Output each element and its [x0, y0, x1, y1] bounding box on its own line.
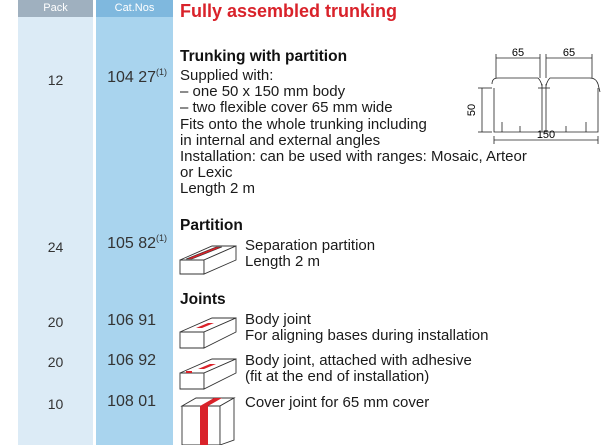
pack-column: [18, 17, 93, 445]
adhesive-joint-icon: [179, 358, 237, 390]
cover-joint-icon: [180, 397, 236, 445]
partition-icon: [179, 245, 237, 275]
pack-cell: 12: [47, 72, 64, 88]
cat-cell: 106 91: [107, 312, 156, 329]
trunking-description: Supplied with: – one 50 x 150 mm body – …: [180, 67, 527, 198]
joint3-description: Cover joint for 65 mm cover: [245, 394, 430, 411]
pack-cell: 20: [47, 314, 64, 330]
section-partition: Partition: [180, 217, 243, 234]
dim-height-label: 50: [466, 104, 478, 116]
cat-cell: 108 01: [107, 393, 156, 410]
pack-cell: 10: [47, 396, 64, 412]
partition-description: Separation partition Length 2 m: [245, 237, 376, 271]
dim-width-label: 150: [537, 129, 555, 141]
pack-cell: 24: [47, 239, 64, 255]
cat-cell: 104 27(1): [107, 67, 167, 86]
page-title: Fully assembled trunking: [180, 1, 398, 21]
cat-column: [96, 17, 173, 445]
dim-left-label: 65: [512, 48, 524, 59]
dim-right-label: 65: [563, 48, 575, 59]
cat-cell: 105 82(1): [107, 233, 167, 252]
cat-header: Cat.Nos: [96, 0, 173, 17]
joint2-description: Body joint, attached with adhesive (fit …: [245, 352, 472, 386]
section-trunking: Trunking with partition: [180, 48, 348, 65]
section-joints: Joints: [180, 291, 226, 308]
cat-cell: 106 92: [107, 352, 156, 369]
joint1-description: Body joint For aligning bases during ins…: [245, 311, 489, 345]
pack-cell: 20: [47, 354, 64, 370]
body-joint-icon: [179, 317, 237, 349]
pack-header: Pack: [18, 0, 93, 17]
trunking-diagram: 65 65 50 150: [466, 48, 601, 144]
